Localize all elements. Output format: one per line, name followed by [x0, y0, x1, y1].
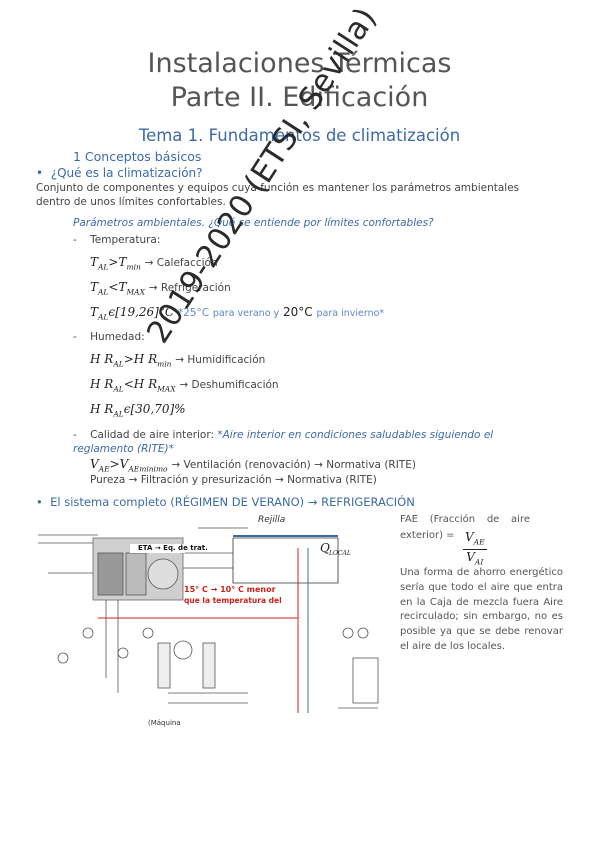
bullet-2: • El sistema completo (RÉGIMEN DE VERANO…: [36, 495, 415, 509]
section-heading: 1 Conceptos básicos: [73, 149, 202, 164]
page-title-line2: Parte II. Edificación: [170, 82, 429, 113]
air-pure-text: Pureza → Filtración y presurización → No…: [90, 474, 377, 486]
hum-eq-2: H RAL<H RMAX → Deshumificación: [90, 377, 279, 394]
fae-text: FAE (Fracción de aire exterior) =: [400, 514, 530, 541]
hum-dehumid-text: → Deshumificación: [179, 379, 279, 391]
temp-note-c: 20°C: [283, 305, 313, 319]
fae-fraction: VAE VAI: [463, 530, 487, 567]
diagram-maquina: (Máquina: [148, 719, 181, 727]
temp-eq-1: TAL>Tmin → Calefacción: [90, 255, 218, 272]
hum-eq-1: H RAL>H Rmin → Humidificación: [90, 352, 266, 369]
diagram-qlocal: Q: [320, 541, 330, 555]
diagram-temps2: que la temperatura del: [184, 596, 282, 605]
params-heading: Parámetros ambientales. ¿Qué se entiende…: [73, 217, 434, 229]
system-diagram: Rejilla Q LOCAL ETA → Eq. de trat. 15° C…: [38, 515, 379, 727]
temp-eq-3: TALϵ[19,26]°C *25°C para verano y 20°C p…: [90, 305, 385, 322]
definition-text: Conjunto de componentes y equipos cuya f…: [36, 182, 520, 208]
page-subtitle: Tema 1. Fundamentos de climatización: [138, 126, 461, 145]
diagram-rejilla: Rejilla: [258, 515, 285, 525]
temp-item: - Temperatura:: [73, 234, 161, 246]
air-eq-1: VAE>VAEminimo → Ventilación (renovación)…: [90, 457, 416, 474]
hum-item: - Humedad:: [73, 331, 145, 343]
diagram-eta: ETA → Eq. de trat.: [138, 544, 208, 552]
bullet-2-text: El sistema completo (RÉGIMEN DE VERANO) …: [50, 495, 415, 509]
bullet-1: • ¿Qué es la climatización?: [36, 166, 203, 180]
temp-note-d: para invierno*: [316, 308, 385, 319]
temp-label: Temperatura:: [90, 234, 161, 246]
temp-note-a: *25°C: [177, 307, 210, 319]
hum-label: Humedad:: [90, 331, 145, 343]
hum-eq-3: H RALϵ[30,70]%: [90, 402, 186, 419]
air-item: - Calidad de aire interior: *Aire interi…: [73, 429, 494, 455]
temp-eq-2: TAL<TMAX → Refrigeración: [90, 280, 231, 297]
fae-label: FAE (Fracción de aire exterior) =: [400, 512, 530, 544]
bullet-1-text: ¿Qué es la climatización?: [50, 166, 203, 180]
temp-note-b: para verano y: [212, 308, 280, 319]
temp-refrig-text: → Refrigeración: [148, 282, 231, 294]
hum-humid-text: → Humidificación: [175, 354, 266, 366]
air-label: Calidad de aire interior:: [90, 429, 215, 441]
side-explanation: Una forma de ahorro energético sería que…: [400, 567, 563, 652]
air-note: *Aire interior en condiciones saludables…: [73, 429, 494, 455]
air-vent-text: → Ventilación (renovación) → Normativa (…: [171, 459, 416, 471]
temp-calef-text: → Calefacción: [144, 257, 218, 269]
diagram-temps: 15° C → 10° C menor: [184, 585, 276, 594]
diagram-qlocal-sub: LOCAL: [328, 550, 351, 557]
page-title-line1: Instalaciones Térmicas: [147, 48, 452, 79]
